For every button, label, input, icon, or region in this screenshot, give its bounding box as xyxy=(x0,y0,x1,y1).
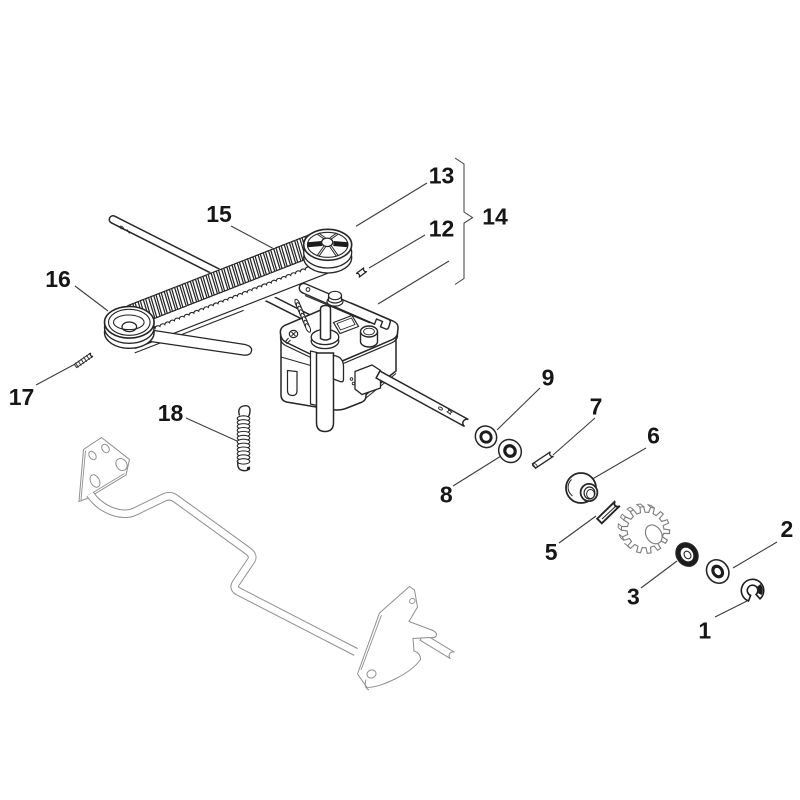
svg-text:1: 1 xyxy=(698,618,711,644)
svg-text:9: 9 xyxy=(542,365,555,391)
svg-text:6: 6 xyxy=(647,423,660,449)
svg-text:5: 5 xyxy=(545,539,558,565)
svg-text:13: 13 xyxy=(429,163,455,189)
svg-text:18: 18 xyxy=(158,400,184,426)
svg-text:7: 7 xyxy=(590,394,603,420)
svg-text:17: 17 xyxy=(9,384,35,410)
svg-text:8: 8 xyxy=(440,482,453,508)
svg-text:12: 12 xyxy=(429,216,455,242)
svg-text:14: 14 xyxy=(482,204,508,230)
svg-text:3: 3 xyxy=(627,583,640,609)
svg-text:15: 15 xyxy=(206,201,232,227)
svg-text:2: 2 xyxy=(781,516,794,542)
svg-text:16: 16 xyxy=(45,266,71,292)
